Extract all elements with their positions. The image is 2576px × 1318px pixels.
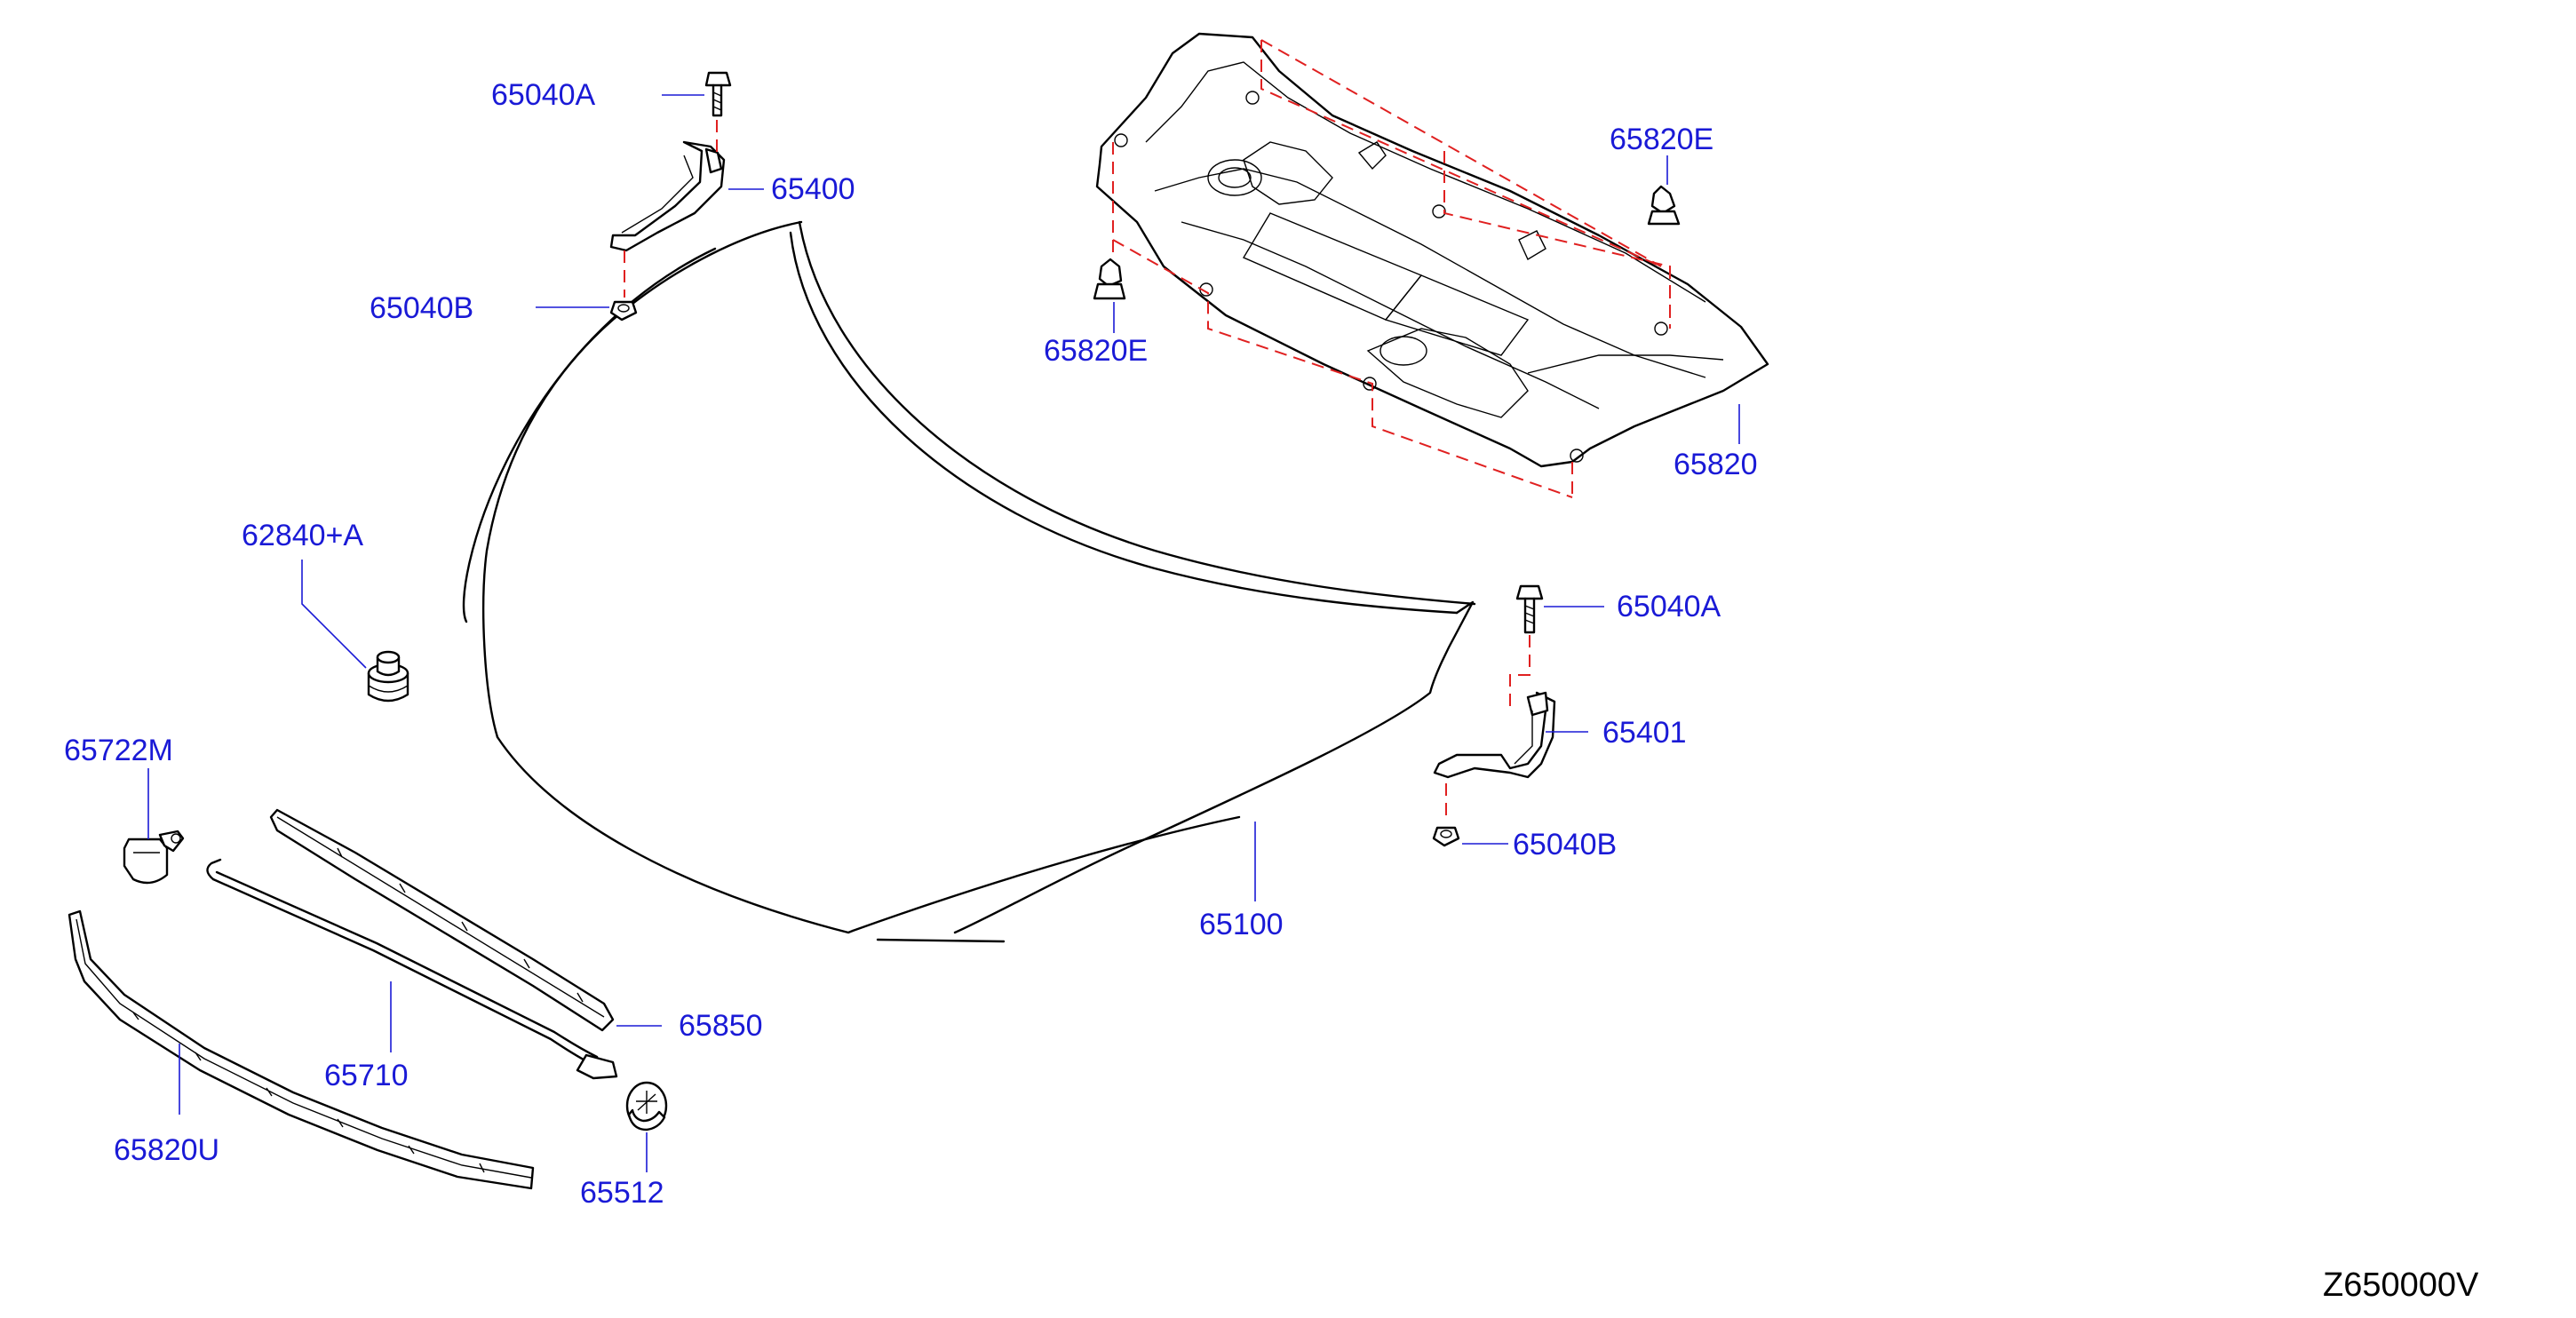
label-65040b-upper: 65040B bbox=[370, 291, 474, 325]
label-65400: 65400 bbox=[771, 172, 855, 206]
label-65722m: 65722M bbox=[64, 734, 173, 767]
label-65512: 65512 bbox=[580, 1176, 664, 1210]
grommet-65512 bbox=[625, 1081, 668, 1131]
label-65820: 65820 bbox=[1674, 448, 1758, 481]
hood-stay-65710 bbox=[206, 858, 618, 1080]
bumper-62840 bbox=[367, 650, 409, 703]
hinge-65401 bbox=[1433, 691, 1556, 779]
bolt-65040a-left bbox=[704, 71, 732, 117]
label-62840a: 62840+A bbox=[242, 519, 364, 552]
clip-65820e-right bbox=[1647, 185, 1681, 226]
clip-65820e-left bbox=[1093, 258, 1126, 300]
seal-65820u bbox=[68, 909, 535, 1190]
nut-65040b-right bbox=[1432, 826, 1460, 847]
insulator-guide-lines bbox=[1112, 39, 1671, 498]
hood-insulator bbox=[1095, 32, 1769, 468]
label-65850: 65850 bbox=[679, 1009, 763, 1043]
diagram-code: Z650000V bbox=[2323, 1266, 2479, 1304]
label-65710: 65710 bbox=[324, 1059, 409, 1092]
label-65040a-right: 65040A bbox=[1617, 590, 1721, 623]
hood-panel bbox=[462, 220, 1476, 943]
hinge-right-guide bbox=[1445, 635, 1530, 822]
seal-65850 bbox=[269, 808, 615, 1032]
hinge-65400 bbox=[609, 140, 726, 252]
nut-65040b-left bbox=[609, 300, 638, 322]
label-65820e-left: 65820E bbox=[1044, 334, 1149, 368]
label-65820u: 65820U bbox=[114, 1133, 220, 1167]
label-65401: 65401 bbox=[1602, 716, 1687, 750]
label-65100: 65100 bbox=[1199, 908, 1284, 941]
leader-lines bbox=[147, 94, 1740, 1172]
bolt-65040a-right bbox=[1515, 584, 1544, 634]
hinge-left-guide bbox=[624, 120, 718, 298]
label-65040a-upper: 65040A bbox=[491, 78, 596, 112]
label-65820e-right: 65820E bbox=[1610, 123, 1714, 156]
label-65040b-right: 65040B bbox=[1513, 828, 1618, 861]
stay-clip-65722m bbox=[123, 830, 185, 885]
